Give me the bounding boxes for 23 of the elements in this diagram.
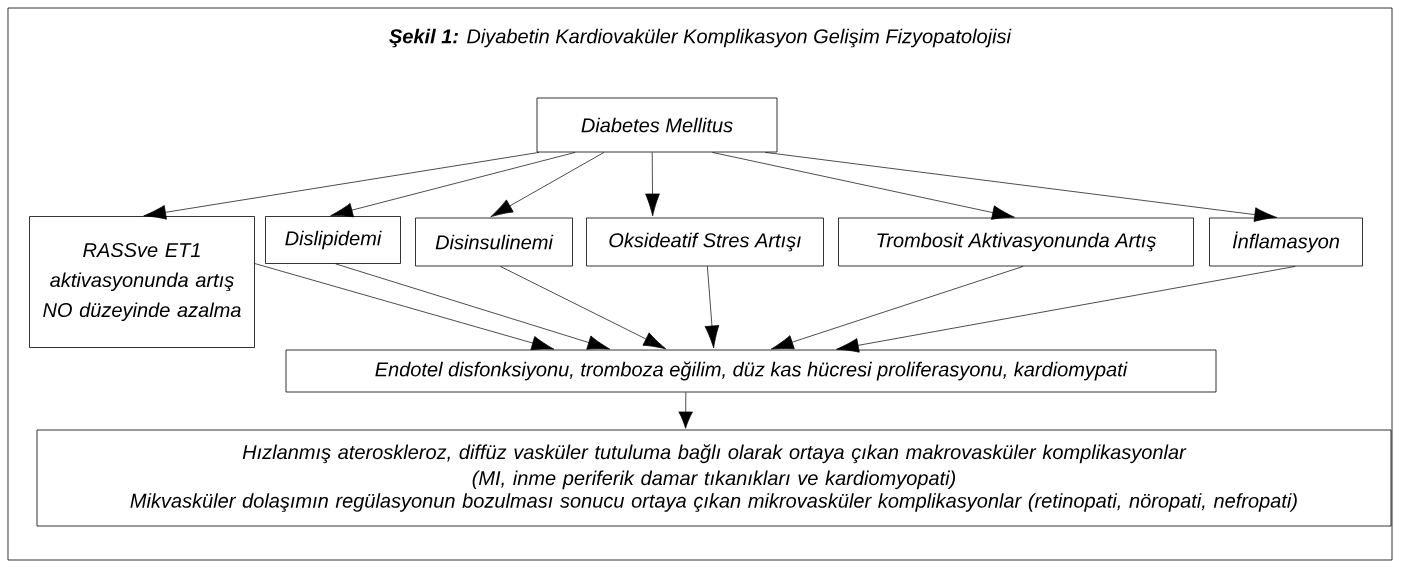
process-box: Trombosit Aktivasyonunda Artış: [838, 217, 1194, 267]
process-box: Diabetes Mellitus: [536, 97, 778, 153]
arrow: [335, 263, 611, 350]
title: Şekil 1: Diyabetin Kardiovaküler Komplikasyon Gelişim Fizyopatolojisi: [389, 28, 1012, 48]
arrow: [330, 152, 576, 218]
process-box: Hızlanmış ateroskleroz, diffüz vasküler tutuluma bağlı olarak ortaya çıkan makrovasküler komplikasyonlar (MI, inme periferik damar tıkanıkları ve kardiomyopati) Mikvasküler dolaşımın regülasyonun bozulması sonucu ortaya çıkan mikrovasküler komplikasyonlar (retinopati, nöropati, nefropati): [36, 429, 1392, 527]
process-box: RASSve ET1 aktivasyonunda artış NO düzeyinde azalma: [29, 216, 255, 348]
arrow: [770, 266, 1024, 350]
arrow: [704, 266, 720, 349]
process-box: Oksideatif Stres Artışı: [586, 217, 824, 267]
process-box: İnflamasyon: [1209, 217, 1363, 267]
process-box: Endotel disfonksiyonu, tromboza eğilim, düz kas hücresi proliferasyonu, kardiomypati: [285, 349, 1217, 393]
arrow: [678, 392, 693, 429]
arrow: [490, 152, 605, 218]
arrow: [143, 152, 540, 220]
arrow: [499, 266, 667, 350]
arrow: [254, 263, 555, 351]
arrow: [765, 152, 1277, 222]
process-box: Disinsulinemi: [415, 217, 573, 267]
arrow: [645, 152, 660, 217]
process-box: Dislipidemi: [265, 216, 401, 264]
arrow: [712, 152, 1015, 220]
arrow: [836, 266, 1296, 353]
